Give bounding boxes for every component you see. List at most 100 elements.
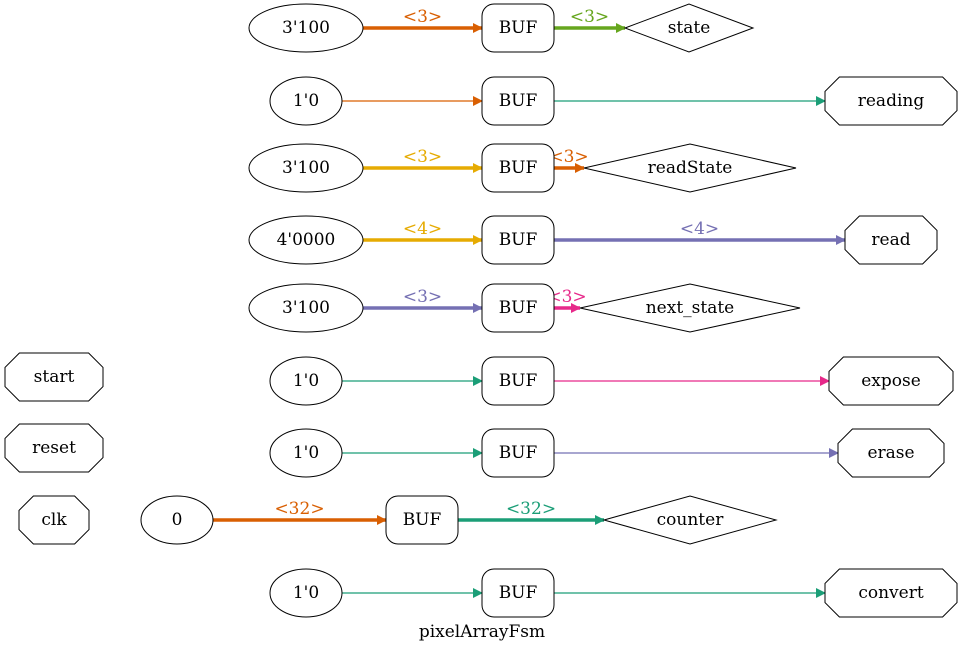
- const-ellipse: [269, 356, 343, 406]
- const-ellipse: [269, 568, 343, 618]
- const-node-next-state: 3'100: [248, 283, 364, 333]
- bus-width-label-next-state-out: <3>: [547, 287, 586, 307]
- const-node-read: 4'0000: [248, 215, 364, 265]
- buf-label: BUF: [499, 443, 538, 463]
- wire-node-next-state: next_state: [579, 283, 801, 333]
- bus-width-label-next-state-in: <3>: [403, 287, 442, 307]
- const-ellipse: [140, 495, 214, 545]
- output-port-erase: erase: [837, 428, 945, 478]
- target-label: state: [668, 18, 711, 38]
- const-node-counter: 0: [140, 495, 214, 545]
- buf-label: BUF: [499, 583, 538, 603]
- buf-box: [385, 495, 459, 545]
- target-label: next_state: [646, 298, 735, 318]
- port-octagon: [824, 76, 958, 126]
- const-ellipse: [248, 215, 364, 265]
- target-label: counter: [657, 510, 725, 530]
- const-ellipse: [269, 428, 343, 478]
- port-octagon: [837, 428, 945, 478]
- buf-label: BUF: [499, 91, 538, 111]
- output-port-expose: expose: [828, 356, 954, 406]
- buf-label: BUF: [499, 18, 538, 38]
- buf-box: [481, 76, 555, 126]
- const-ellipse: [248, 3, 364, 53]
- input-port-reset: reset: [4, 423, 104, 473]
- port-octagon: [824, 568, 958, 618]
- buf-label: BUF: [499, 230, 538, 250]
- output-port-convert: convert: [824, 568, 958, 618]
- diagram-title: pixelArrayFsm: [419, 622, 545, 642]
- bus-width-label-readstate-in: <3>: [403, 147, 442, 167]
- const-ellipse: [269, 76, 343, 126]
- input-port-label: reset: [32, 438, 76, 458]
- port-octagon: [4, 423, 104, 473]
- const-node-state: 3'100: [248, 3, 364, 53]
- wire-diamond: [579, 283, 801, 333]
- buf-box: [481, 283, 555, 333]
- input-port-label: clk: [41, 510, 67, 530]
- buf-box: [481, 215, 555, 265]
- const-node-readstate: 3'100: [248, 143, 364, 193]
- bus-width-label-counter-in: <32>: [274, 499, 324, 519]
- target-label: readState: [648, 158, 733, 178]
- const-label: 4'0000: [277, 230, 336, 250]
- output-port-reading: reading: [824, 76, 958, 126]
- buf-node-counter: BUF: [385, 495, 459, 545]
- buf-node-read: BUF: [481, 215, 555, 265]
- bus-width-label-read-out: <4>: [680, 219, 719, 239]
- buf-label: BUF: [499, 158, 538, 178]
- buf-label: BUF: [499, 371, 538, 391]
- target-label: convert: [858, 583, 923, 603]
- buf-node-convert: BUF: [481, 568, 555, 618]
- const-ellipse: [248, 283, 364, 333]
- input-port-clk: clk: [18, 495, 90, 545]
- bus-width-label-readstate-out: <3>: [549, 147, 588, 167]
- const-ellipse: [248, 143, 364, 193]
- target-label: erase: [867, 443, 914, 463]
- buf-box: [481, 356, 555, 406]
- const-label: 1'0: [293, 371, 319, 391]
- wire-node-counter: counter: [602, 495, 778, 545]
- const-label: 1'0: [293, 583, 319, 603]
- port-octagon: [18, 495, 90, 545]
- port-octagon: [828, 356, 954, 406]
- wire-diamond: [583, 143, 797, 193]
- buf-node-state: BUF: [481, 3, 555, 53]
- const-node-erase: 1'0: [269, 428, 343, 478]
- buf-label: BUF: [499, 298, 538, 318]
- wire-diamond: [623, 3, 755, 53]
- const-label: 3'100: [282, 158, 330, 178]
- const-node-convert: 1'0: [269, 568, 343, 618]
- wire-node-state: state: [623, 3, 755, 53]
- buf-label: BUF: [403, 510, 442, 530]
- target-label: read: [871, 230, 910, 250]
- buf-box: [481, 568, 555, 618]
- target-label: reading: [858, 91, 925, 111]
- bus-width-label-state-out: <3>: [570, 7, 609, 27]
- target-label: expose: [861, 371, 921, 391]
- const-label: 1'0: [293, 443, 319, 463]
- input-port-start: start: [4, 352, 104, 402]
- bus-width-label-read-in: <4>: [403, 219, 442, 239]
- const-label: 0: [172, 510, 183, 530]
- bus-width-label-state-in: <3>: [403, 7, 442, 27]
- buf-node-reading: BUF: [481, 76, 555, 126]
- port-octagon: [844, 215, 938, 265]
- const-node-expose: 1'0: [269, 356, 343, 406]
- output-port-read: read: [844, 215, 938, 265]
- wire-node-readstate: readState: [583, 143, 797, 193]
- buf-node-readstate: BUF: [481, 143, 555, 193]
- buf-node-next-state: BUF: [481, 283, 555, 333]
- port-octagon: [4, 352, 104, 402]
- const-label: 3'100: [282, 18, 330, 38]
- input-port-label: start: [34, 367, 75, 387]
- buf-box: [481, 143, 555, 193]
- buf-node-erase: BUF: [481, 428, 555, 478]
- wire-diamond: [602, 495, 778, 545]
- buf-box: [481, 3, 555, 53]
- const-label: 1'0: [293, 91, 319, 111]
- buf-box: [481, 428, 555, 478]
- bus-width-label-counter-out: <32>: [506, 499, 556, 519]
